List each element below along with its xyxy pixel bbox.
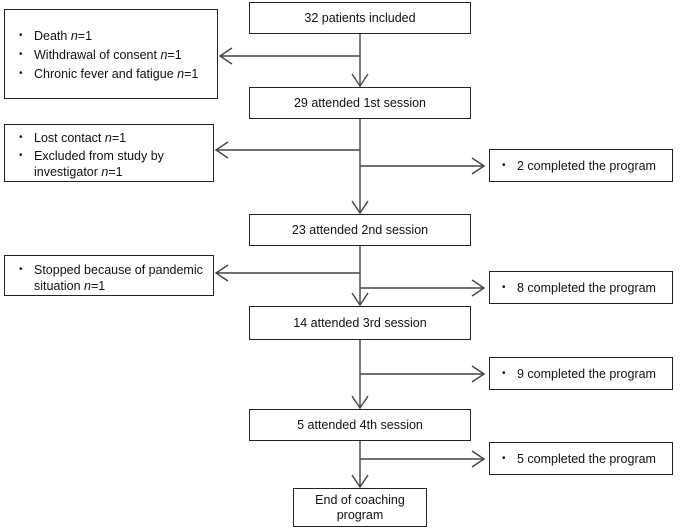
exclusion-list-1: Death n=1 Withdrawal of consent n=1 Chro… bbox=[19, 28, 217, 82]
completion-arrowhead-1 bbox=[471, 157, 486, 175]
completion-item-3: 9 completed the program bbox=[502, 366, 672, 382]
exclusion-item-withdrawal: Withdrawal of consent n=1 bbox=[19, 47, 217, 63]
flow-arrowhead-3 bbox=[351, 292, 369, 307]
flow-arrowhead-5 bbox=[351, 474, 369, 489]
patients-included-label: 32 patients included bbox=[304, 11, 416, 25]
session-1-label: 29 attended 1st session bbox=[293, 96, 427, 110]
completion-box-3: 9 completed the program bbox=[489, 357, 673, 390]
patients-included-box: 32 patients included bbox=[249, 2, 471, 34]
session-2-box: 23 attended 2nd session bbox=[249, 214, 471, 246]
session-3-label: 14 attended 3rd session bbox=[293, 316, 427, 330]
exclusion-item-fever: Chronic fever and fatigue n=1 bbox=[19, 66, 217, 82]
end-of-program-line-1: End of coaching bbox=[315, 492, 405, 507]
completion-arrowhead-4 bbox=[471, 450, 486, 468]
completion-box-2: 8 completed the program bbox=[489, 271, 673, 304]
session-1-box: 29 attended 1st session bbox=[249, 87, 471, 119]
end-of-program-line-2: program bbox=[336, 507, 384, 522]
completion-item-1: 2 completed the program bbox=[502, 158, 672, 174]
exclusion-item-lost-contact: Lost contact n=1 bbox=[19, 130, 213, 146]
completion-item-4: 5 completed the program bbox=[502, 451, 672, 467]
exclusion-arrowhead-2 bbox=[214, 141, 229, 159]
exclusion-arrowhead-3 bbox=[214, 264, 229, 282]
session-2-label: 23 attended 2nd session bbox=[291, 223, 429, 237]
session-4-label: 5 attended 4th session bbox=[297, 418, 423, 432]
session-4-box: 5 attended 4th session bbox=[249, 409, 471, 441]
session-3-box: 14 attended 3rd session bbox=[249, 306, 471, 340]
end-of-program-box: End of coaching program bbox=[293, 488, 427, 527]
exclusion-item-death: Death n=1 bbox=[19, 28, 217, 44]
exclusion-list-2: Lost contact n=1 Excluded from study byi… bbox=[19, 130, 213, 180]
completion-box-1: 2 completed the program bbox=[489, 149, 673, 182]
flow-arrowhead-2 bbox=[351, 200, 369, 215]
exclusion-box-1: Death n=1 Withdrawal of consent n=1 Chro… bbox=[4, 9, 218, 99]
flow-arrowhead-4 bbox=[351, 395, 369, 410]
completion-arrowhead-3 bbox=[471, 365, 486, 383]
completion-box-4: 5 completed the program bbox=[489, 442, 673, 475]
exclusion-arrowhead-1 bbox=[218, 47, 233, 65]
exclusion-box-2: Lost contact n=1 Excluded from study byi… bbox=[4, 124, 214, 182]
completion-arrowhead-2 bbox=[471, 279, 486, 297]
flow-arrowhead-1 bbox=[351, 73, 369, 88]
completion-item-2: 8 completed the program bbox=[502, 280, 672, 296]
